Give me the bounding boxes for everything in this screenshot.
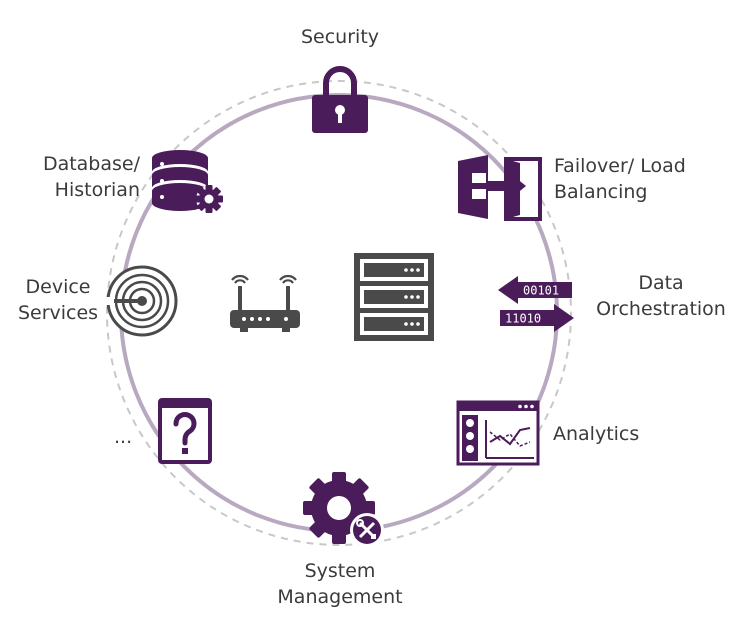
analytics-window-icon xyxy=(456,400,540,466)
label-system-management: System Management xyxy=(277,560,403,608)
data-arrows-icon: 00101 11010 xyxy=(498,276,574,332)
router-icon xyxy=(230,274,300,332)
left-arrow-code: 00101 xyxy=(523,284,559,298)
label-analytics: Analytics xyxy=(553,423,640,445)
label-data-orchestration: Data Orchestration xyxy=(596,272,726,320)
failover-door-icon xyxy=(458,155,542,221)
left-arrow xyxy=(498,276,572,304)
right-arrow-code: 11010 xyxy=(505,312,541,326)
outer-dashed-ring xyxy=(106,80,572,546)
right-arrow xyxy=(500,304,574,332)
label-ellipsis: ... xyxy=(114,426,133,448)
label-database-historian: Database/ Historian xyxy=(42,153,140,201)
label-security: Security xyxy=(300,26,380,48)
label-failover-load-balancing: Failover/ Load Balancing xyxy=(554,155,686,203)
lock-icon xyxy=(312,66,368,133)
question-mark-icon xyxy=(158,398,212,464)
gear-wrench-icon xyxy=(303,472,384,547)
label-device-services: Device Services xyxy=(17,276,99,324)
device-signal-icon xyxy=(105,265,178,337)
server-rack-icon xyxy=(354,253,434,341)
database-gear-icon xyxy=(152,150,223,213)
